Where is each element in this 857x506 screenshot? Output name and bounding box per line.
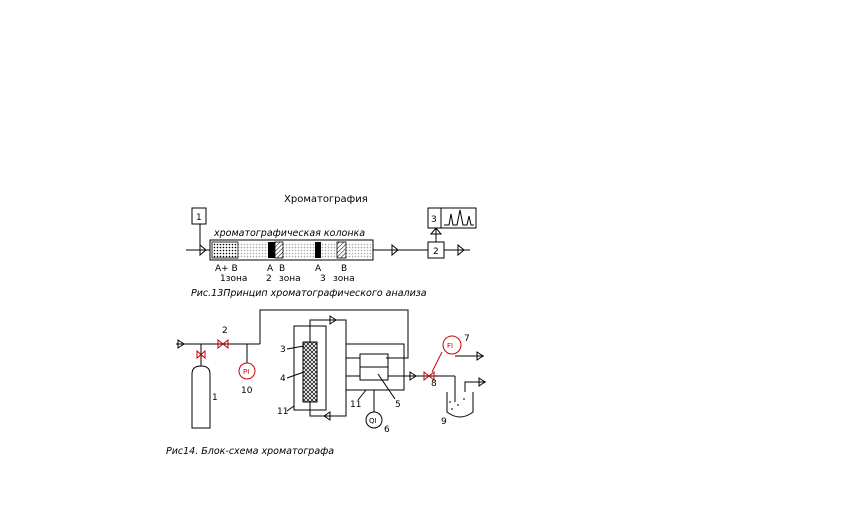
leader-11a [286,405,295,412]
zone-2-band-a [268,242,275,258]
box-1-label: 1 [196,213,202,223]
label-zone-3: зона [333,274,355,284]
label-9: 9 [441,417,447,427]
leader-5 [377,373,396,400]
liquid-lines [449,398,467,410]
signal-arrow [429,227,443,235]
analyzer-gauge-icon [365,411,383,429]
carrier-inlet-arrow [177,339,185,349]
detector-out-arrow [457,243,465,257]
label-7: 7 [464,334,470,344]
leader-3 [286,345,305,350]
column-fill-1 [238,242,268,258]
column-label: хроматографическая колонка [213,228,365,239]
label-zone-2: зона [279,274,301,284]
box-3-label: 3 [431,215,437,225]
figure-13: Хроматография 1 хроматографическая колон… [186,194,477,299]
label-1: 1 [212,393,218,403]
label-11b: 11 [350,400,361,410]
carrier-top-line [259,309,409,359]
label-num-2: 2 [266,274,272,284]
fig14-caption: Рис14. Блок-схема хроматографа [166,446,334,457]
column-bottom-arrow [323,411,331,421]
valve-8-icon [423,370,435,382]
label-2: 2 [222,326,228,336]
label-zone-1: 1зона [220,274,247,284]
chromatogram-peaks [444,209,474,226]
column-top-line [309,319,360,359]
packed-column [302,341,318,403]
box-3-recorder [427,207,477,229]
column-fill-2 [283,242,315,258]
detector-outlet-arrow [409,371,417,381]
leader-11b [357,389,367,401]
column-bottom-line [309,375,360,417]
detector-housing [345,343,405,391]
zone-1-band [211,241,239,259]
inlet-arrow [199,243,207,257]
label-4: 4 [280,374,286,384]
fi-out-arrow [476,351,484,361]
box-1 [191,207,207,225]
bubbler-vessel [446,392,474,418]
fig13-title: Хроматография [284,194,368,205]
outlet-arrow [391,243,399,257]
fi-line [431,351,443,373]
qi-label: QI [369,417,377,425]
fi-label: FI [447,342,453,350]
figure-14: 1 2 PI 10 3 4 11 5 11 QI [166,309,486,457]
zone-2-band-b [274,241,284,259]
zone-3-band-a [315,242,321,258]
label-a-zone3: А [315,264,322,274]
column-fill-4 [346,242,371,258]
label-8: 8 [431,379,437,389]
fig13-caption: Рис.13Принцип хроматографического анализ… [191,288,427,299]
label-10: 10 [241,386,253,396]
flow-gauge-icon [442,335,462,355]
label-5: 5 [395,400,401,410]
valve-2-icon [217,338,229,350]
label-3: 3 [280,345,286,355]
cylinder-valve-icon [196,349,206,360]
label-a-zone2: А [267,264,274,274]
column-fill-3 [321,242,337,258]
pi-label: PI [243,368,249,376]
gas-cylinder [191,365,211,429]
box-2-label: 2 [433,247,439,257]
pressure-gauge-icon [238,362,256,380]
column-top-arrow [329,315,337,325]
zone-3-band-b [336,241,347,259]
label-b-zone3: В [341,264,347,274]
label-6: 6 [384,425,390,435]
label-b-zone2: В [279,264,285,274]
label-num-3: 3 [320,274,326,284]
bubbler-out-arrow [478,377,486,387]
leader-4 [286,371,305,379]
label-11a: 11 [277,407,288,417]
label-a-plus-b: А+ В [215,264,238,274]
